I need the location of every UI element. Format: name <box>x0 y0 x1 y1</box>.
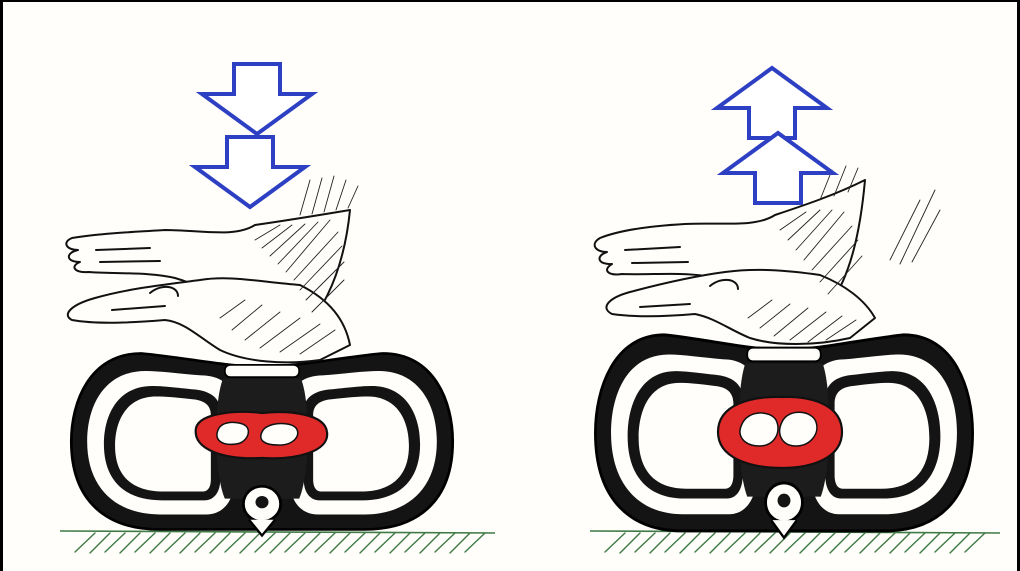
release-panel <box>590 68 1000 553</box>
up-arrow-icon <box>717 68 827 138</box>
down-arrow-icon <box>202 64 312 134</box>
ground <box>60 531 495 553</box>
compression-panel <box>60 64 495 553</box>
hands-icon <box>66 176 358 362</box>
ground <box>590 531 1000 553</box>
heart-icon <box>196 412 328 458</box>
down-arrow-icon <box>195 137 305 207</box>
heart-icon <box>718 397 842 468</box>
up-arrow-icon <box>723 133 833 203</box>
